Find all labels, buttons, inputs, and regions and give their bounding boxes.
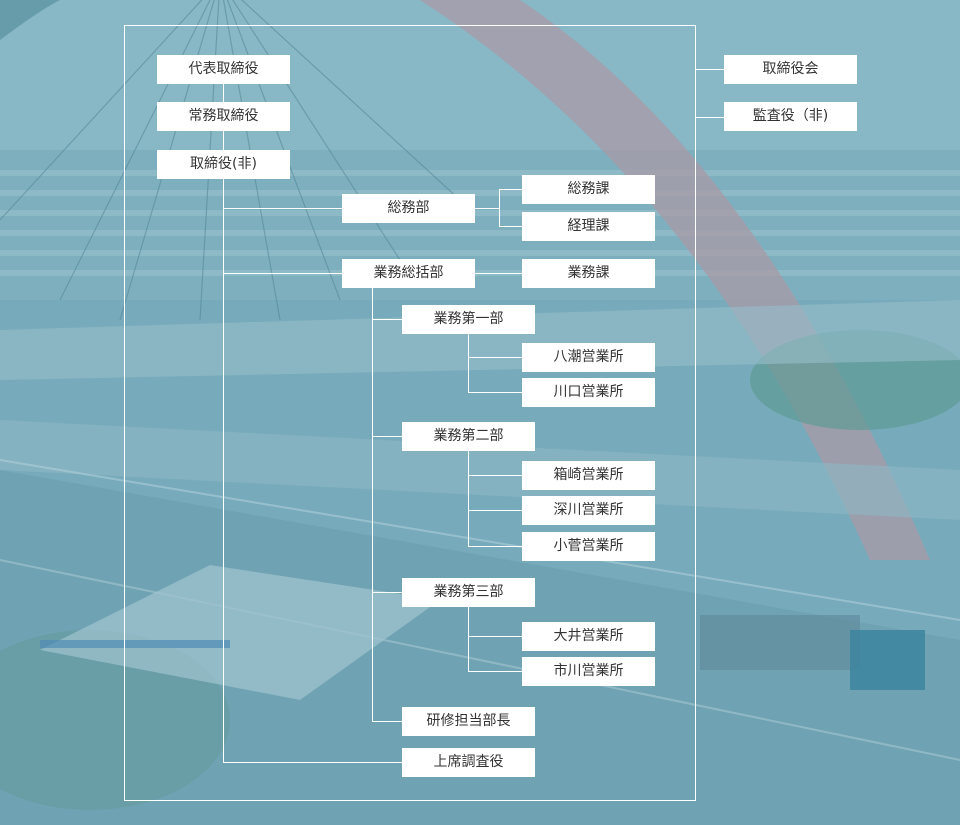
connector xyxy=(468,475,522,476)
connector xyxy=(468,392,522,393)
ichikawa-office-box: 市川営業所 xyxy=(522,657,655,686)
training-manager-box: 研修担当部長 xyxy=(402,707,535,736)
oi-office-box: 大井営業所 xyxy=(522,622,655,651)
operations-division-1-box: 業務第一部 xyxy=(402,305,535,334)
senior-inspector-box: 上席調査役 xyxy=(402,748,535,777)
fukagawa-office-box: 深川営業所 xyxy=(522,496,655,525)
connector xyxy=(499,189,522,190)
outside-auditor-box: 監査役（非) xyxy=(724,102,857,131)
connector xyxy=(372,721,402,722)
operations-division-2-box: 業務第二部 xyxy=(402,422,535,451)
connector xyxy=(468,357,522,358)
connector xyxy=(468,510,522,511)
connector xyxy=(468,334,469,393)
connector xyxy=(223,762,402,763)
kosuge-office-box: 小菅営業所 xyxy=(522,532,655,561)
connector xyxy=(696,117,724,118)
connector xyxy=(475,208,499,209)
org-chart-frame xyxy=(124,25,696,801)
operations-section-box: 業務課 xyxy=(522,259,655,288)
connector xyxy=(372,592,402,593)
connector xyxy=(468,671,522,672)
connector xyxy=(468,636,522,637)
connector xyxy=(468,451,469,547)
accounting-section-box: 経理課 xyxy=(522,212,655,241)
connector xyxy=(468,607,469,672)
connector xyxy=(372,319,402,320)
connector xyxy=(499,189,500,227)
connector xyxy=(696,69,724,70)
connector xyxy=(499,226,522,227)
managing-director-box: 常務取締役 xyxy=(157,102,290,131)
operations-control-dept-box: 業務総括部 xyxy=(342,259,475,288)
connector xyxy=(372,436,402,437)
yashio-office-box: 八潮営業所 xyxy=(522,343,655,372)
connector xyxy=(223,273,342,274)
outside-director-box: 取締役(非) xyxy=(157,150,290,179)
general-affairs-section-box: 総務課 xyxy=(522,175,655,204)
connector xyxy=(468,546,522,547)
hakozaki-office-box: 箱崎営業所 xyxy=(522,461,655,490)
connector xyxy=(223,208,342,209)
general-affairs-dept-box: 総務部 xyxy=(342,194,475,223)
board-of-directors-box: 取締役会 xyxy=(724,55,857,84)
connector xyxy=(372,288,373,722)
operations-division-3-box: 業務第三部 xyxy=(402,578,535,607)
connector xyxy=(475,273,522,274)
kawaguchi-office-box: 川口営業所 xyxy=(522,378,655,407)
connector xyxy=(223,84,224,763)
representative-director-box: 代表取締役 xyxy=(157,55,290,84)
